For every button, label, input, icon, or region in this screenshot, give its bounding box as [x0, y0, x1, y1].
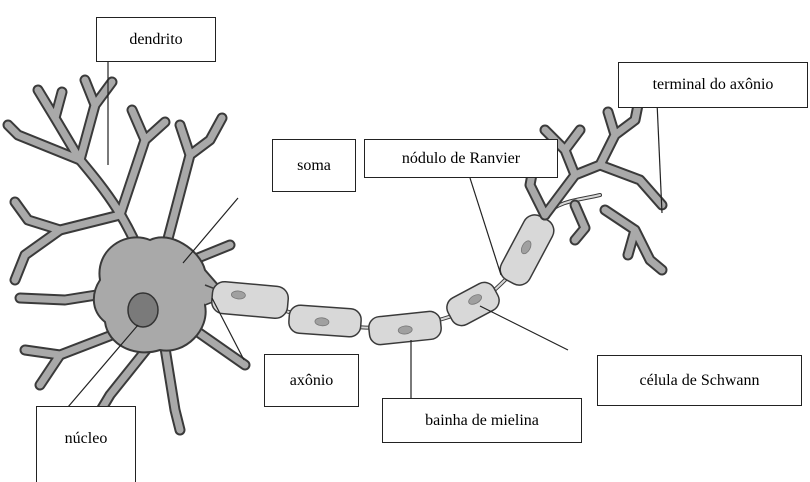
label-ranvier: nódulo de Ranvier [364, 139, 558, 178]
myelin-segment [211, 281, 289, 320]
myelin-segment [496, 211, 558, 290]
myelin-segment [288, 305, 362, 338]
nucleus-shape [128, 293, 158, 327]
label-dendrite: dendrito [96, 17, 216, 62]
myelin-segment [443, 279, 503, 330]
leader-lines [68, 58, 662, 407]
myelin-segment [368, 310, 443, 345]
label-axon-terminal: terminal do axônio [618, 62, 808, 108]
leader-schwann [480, 306, 568, 350]
myelin-segments [211, 211, 558, 346]
label-schwann: célula de Schwann [597, 355, 802, 406]
label-nucleus: núcleo [36, 406, 136, 482]
leader-ranvier [470, 178, 501, 275]
label-axon: axônio [264, 354, 359, 407]
label-myelin: bainha de mielina [382, 398, 582, 443]
axon-terminal-branches [530, 95, 662, 270]
label-soma: soma [272, 139, 356, 192]
